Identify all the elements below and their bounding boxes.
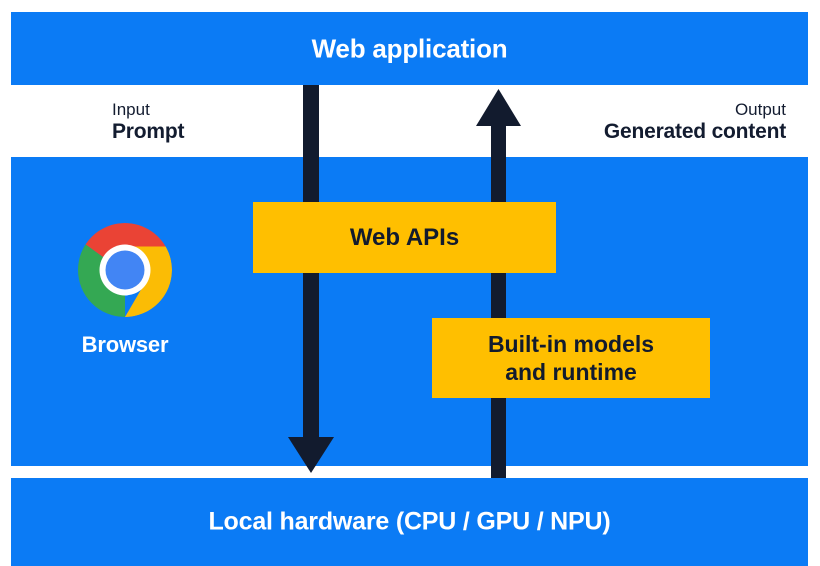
local-hardware-panel: Local hardware (CPU / GPU / NPU) <box>11 478 808 566</box>
web-application-panel: Web application <box>11 12 808 85</box>
input-annotation: Input Prompt <box>112 100 185 145</box>
browser-group: Browser <box>60 222 190 358</box>
builtin-models-line-1: Built-in models <box>487 330 655 357</box>
browser-label: Browser <box>81 332 169 357</box>
output-value-label: Generated content <box>603 120 786 144</box>
output-kind-label: Output <box>734 100 786 119</box>
builtin-models-box: Built-in models and runtime <box>432 318 710 398</box>
web-apis-box: Web APIs <box>253 202 556 273</box>
input-value-label: Prompt <box>112 120 185 144</box>
web-application-label: Web application <box>311 33 508 63</box>
builtin-models-line-2: and runtime <box>505 359 637 385</box>
builtin-models-label: Built-in models and runtime <box>488 330 654 386</box>
input-kind-label: Input <box>112 100 150 119</box>
local-hardware-label: Local hardware (CPU / GPU / NPU) <box>208 507 611 536</box>
web-apis-label: Web APIs <box>349 223 460 251</box>
chrome-logo-icon <box>78 223 172 317</box>
output-annotation: Output Generated content <box>604 100 786 145</box>
